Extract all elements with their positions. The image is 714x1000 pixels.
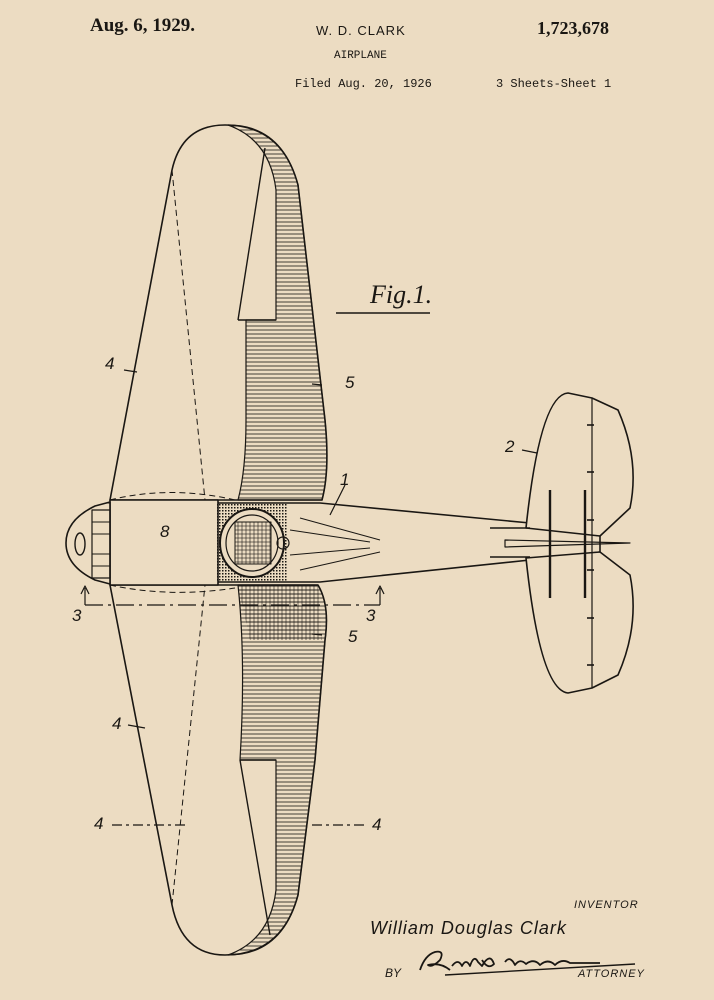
inventor-short-name: W. D. CLARK <box>316 23 406 38</box>
ref-4-section-left: 4 <box>94 814 104 833</box>
lower-aileron <box>239 759 276 936</box>
tail-upper-stabilizer <box>525 392 634 537</box>
patent-date: Aug. 6, 1929. <box>90 15 196 36</box>
ref-2-tail: 2 <box>505 437 515 456</box>
inventor-full-name: William Douglas Clark <box>370 918 567 938</box>
lower-wing-shading <box>227 584 328 956</box>
ref-5-upper: 5 <box>345 373 355 392</box>
figure-label: Fig.1. <box>370 280 433 309</box>
propeller-hub <box>74 532 86 556</box>
ref-4-upper-wing: 4 <box>105 354 115 373</box>
ref-4-lower-wing: 4 <box>112 714 122 733</box>
by-label: BY <box>385 966 402 980</box>
tail-lower-stabilizer <box>525 551 634 694</box>
inventor-label: INVENTOR <box>574 899 639 911</box>
filed-date: Filed Aug. 20, 1926 <box>295 77 432 91</box>
attorney-signature <box>419 950 636 976</box>
nose-spinner <box>65 501 111 585</box>
pilot-seat <box>234 521 272 565</box>
upper-wing-shading <box>227 124 328 501</box>
ref-1-fuselage: 1 <box>340 470 350 489</box>
lower-wing-dots <box>238 585 322 640</box>
patent-number: 1,723,678 <box>537 18 609 38</box>
patent-title: AIRPLANE <box>334 50 387 62</box>
attorney-label: ATTORNEY <box>578 968 645 980</box>
upper-aileron <box>237 147 276 321</box>
ref-3-left: 3 <box>72 606 82 625</box>
rudder <box>504 539 631 548</box>
ref-8-engine: 8 <box>160 522 170 541</box>
ref-3-right: 3 <box>366 606 376 625</box>
engine-cowl <box>109 499 219 586</box>
sheet-count: 3 Sheets-Sheet 1 <box>496 77 612 91</box>
ref-4-section-right: 4 <box>372 815 382 834</box>
ref-5-lower: 5 <box>348 627 358 646</box>
